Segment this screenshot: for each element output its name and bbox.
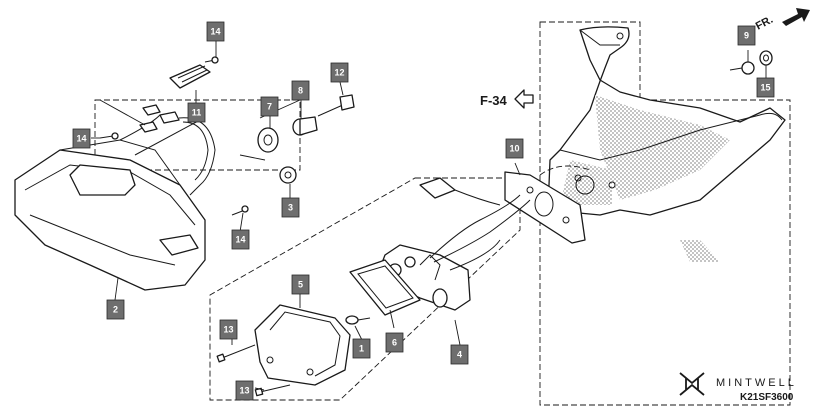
- callout-5[interactable]: 5: [291, 274, 310, 295]
- page-reference[interactable]: F-34: [480, 89, 534, 109]
- diagram-code: K21SF3600: [740, 392, 794, 403]
- callout-label: 9: [744, 31, 749, 41]
- callout-label: 4: [457, 350, 462, 360]
- front-label: FR.: [754, 14, 775, 33]
- screw-13-lower: [254, 384, 291, 397]
- callout-label: 5: [298, 280, 303, 290]
- callout-14-left[interactable]: 14: [72, 128, 91, 149]
- screw-13-upper: [216, 344, 256, 363]
- callout-15[interactable]: 15: [756, 77, 775, 98]
- bolt-14-top: [204, 56, 219, 64]
- callout-label: 2: [113, 305, 118, 315]
- callout-10[interactable]: 10: [505, 138, 524, 159]
- callout-8[interactable]: 8: [291, 80, 310, 101]
- callout-9[interactable]: 9: [737, 25, 756, 46]
- callout-2[interactable]: 2: [106, 299, 125, 320]
- callout-1[interactable]: 1: [352, 338, 371, 359]
- callout-13-lower[interactable]: 13: [235, 380, 254, 401]
- bushing-8: [292, 116, 318, 136]
- license-light-4: [379, 177, 531, 311]
- callout-label: 13: [223, 325, 233, 335]
- callout-14-right[interactable]: 14: [231, 229, 250, 250]
- callout-label: 12: [334, 68, 344, 78]
- nut-9: [729, 61, 755, 75]
- callout-label: 13: [239, 386, 249, 396]
- arrow-left-icon: [514, 89, 534, 109]
- callout-label: 1: [359, 344, 364, 354]
- front-arrow-icon: [782, 8, 810, 26]
- rear-fender-boundary: [539, 21, 791, 406]
- harness-group-boundary: [94, 99, 301, 171]
- front-direction-indicator: FR.: [754, 8, 810, 33]
- callout-11[interactable]: 11: [187, 102, 206, 123]
- page-reference-label: F-34: [480, 93, 508, 108]
- taillight-2: [14, 114, 206, 291]
- brand-watermark: MINTWELL: [679, 372, 797, 396]
- callout-label: 7: [267, 102, 272, 112]
- callout-label: 10: [509, 144, 519, 154]
- callout-4[interactable]: 4: [450, 344, 469, 365]
- bolt-14-right: [231, 205, 249, 216]
- callout-14-top[interactable]: 14: [206, 21, 225, 42]
- grommet-7: [257, 127, 279, 153]
- license-lens-5: [254, 304, 351, 386]
- rear-fender: [547, 26, 786, 262]
- callout-label: 8: [298, 86, 303, 96]
- leader-lines: [91, 40, 767, 391]
- callout-label: 14: [210, 27, 220, 37]
- wiring-harness-11: [139, 64, 216, 196]
- callout-label: 15: [760, 83, 770, 93]
- gasket-6: [349, 259, 421, 316]
- callout-label: 3: [288, 203, 293, 213]
- bulb-1: [345, 315, 371, 325]
- brand-name: MINTWELL: [716, 377, 797, 389]
- bolt-14-left: [99, 132, 119, 140]
- collar-3: [279, 166, 297, 184]
- callout-label: 11: [192, 108, 202, 118]
- callout-7[interactable]: 7: [260, 96, 279, 117]
- collar-15: [759, 50, 773, 66]
- gasket-10: [504, 171, 586, 244]
- callout-label: 14: [76, 134, 86, 144]
- callout-label: 14: [235, 235, 245, 245]
- bolt-12: [317, 94, 355, 117]
- callout-13-upper[interactable]: 13: [219, 319, 238, 340]
- callout-label: 6: [392, 338, 397, 348]
- brand-logo-icon: [679, 372, 705, 396]
- callout-12[interactable]: 12: [330, 62, 349, 83]
- callout-3[interactable]: 3: [281, 197, 300, 218]
- callout-6[interactable]: 6: [385, 332, 404, 353]
